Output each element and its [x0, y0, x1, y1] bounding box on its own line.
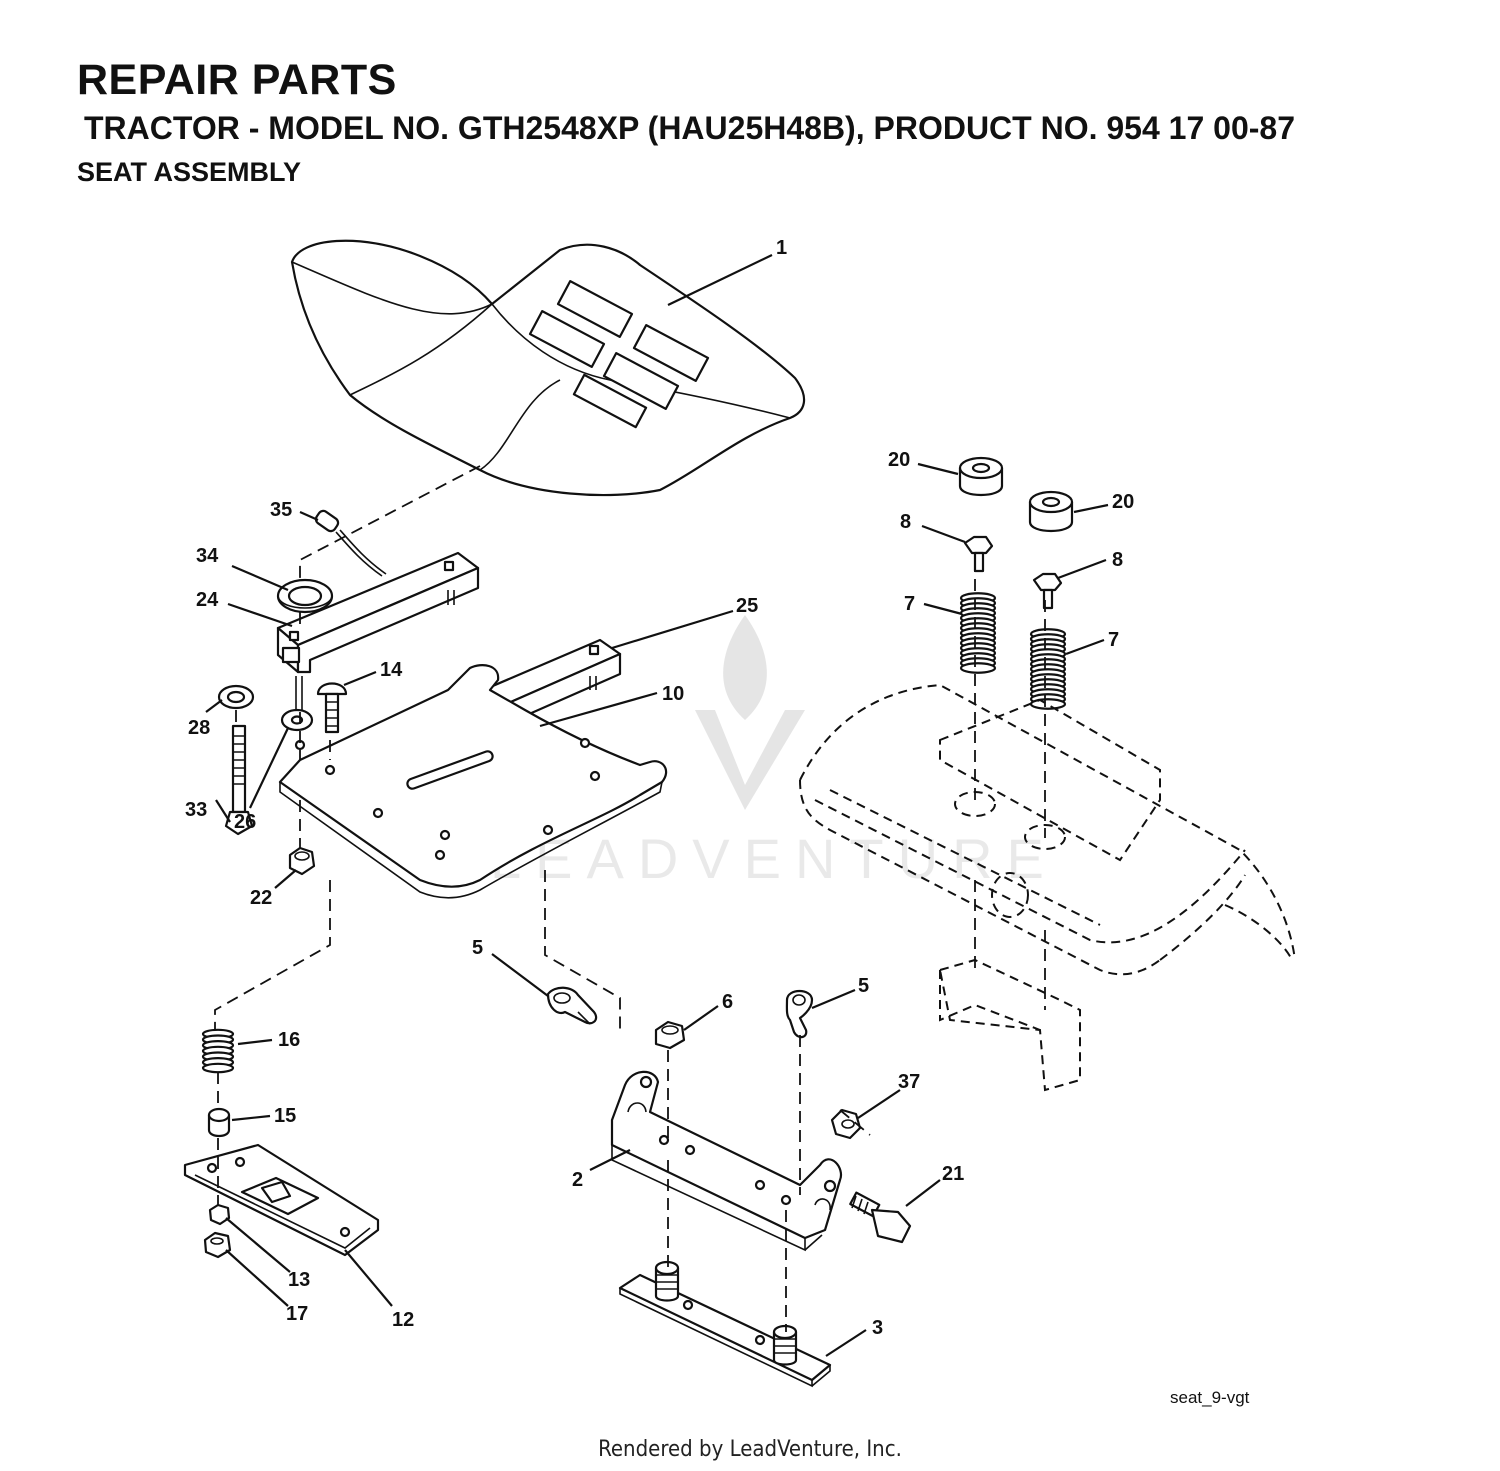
watermark-flame-icon	[723, 615, 767, 720]
spring-coil	[201, 1062, 235, 1074]
part-35-wire-harness[interactable]	[314, 509, 387, 577]
callout-24: 24	[196, 589, 219, 611]
model-subtitle: TRACTOR - MODEL NO. GTH2548XP (HAU25H48B…	[84, 110, 1295, 146]
callout-20: 20	[888, 449, 910, 471]
part-8-screw[interactable]	[1032, 572, 1063, 610]
callout-35: 35	[270, 499, 292, 521]
callout-22: 22	[250, 887, 272, 909]
part-17-nut[interactable]	[203, 1231, 232, 1259]
drawing-code: seat_9-vgt	[1170, 1388, 1250, 1407]
callout-6: 6	[722, 991, 733, 1013]
rail-square-hole	[588, 644, 600, 656]
rail-end-slot	[281, 646, 301, 664]
callout-21: 21	[942, 1163, 964, 1185]
part-26-washer[interactable]	[280, 708, 314, 732]
callout-1: 1	[776, 237, 787, 259]
part-12-bracket[interactable]	[183, 1143, 380, 1257]
callout-14: 14	[380, 659, 403, 681]
callout-2: 2	[572, 1169, 583, 1191]
part-8-screw[interactable]	[963, 535, 994, 573]
callout-28: 28	[188, 717, 210, 739]
part-5-clip[interactable]	[785, 989, 814, 1039]
callout-15: 15	[274, 1105, 296, 1127]
callout-12: 12	[392, 1309, 414, 1331]
callout-labels: 1 20 20 8 8 35 34 24 25 7 7 14 10 28 33 …	[185, 237, 1134, 1339]
watermark-v-icon	[695, 710, 805, 810]
assembly-lines	[214, 465, 1046, 1332]
callout-8: 8	[1112, 549, 1123, 571]
seat-pad-slot	[602, 351, 680, 411]
rail-square-hole	[443, 560, 455, 572]
callout-5: 5	[472, 937, 483, 959]
spring-coil	[1029, 698, 1067, 710]
section-title: SEAT ASSEMBLY	[77, 157, 302, 187]
callout-5: 5	[858, 975, 869, 997]
part-28-washer[interactable]	[217, 684, 255, 710]
part-3-base-plate[interactable]	[618, 1260, 832, 1388]
callout-26: 26	[234, 811, 256, 833]
part-13-nut[interactable]	[208, 1203, 231, 1226]
rail-square-hole	[288, 630, 300, 642]
part-34-grommet[interactable]	[276, 578, 334, 614]
part-7-spring[interactable]	[959, 592, 997, 674]
callout-10: 10	[662, 683, 684, 705]
callout-37: 37	[898, 1071, 920, 1093]
seat-pad-slot	[528, 309, 606, 369]
part-6-nut[interactable]	[654, 1020, 686, 1050]
leader-lines	[205, 254, 1109, 1357]
seat-pad-slot	[632, 323, 710, 383]
part-1-seat[interactable]	[290, 239, 806, 497]
seat-pad-slot	[556, 279, 634, 339]
part-16-spring[interactable]	[201, 1028, 235, 1074]
callout-13: 13	[288, 1269, 310, 1291]
callout-25: 25	[736, 595, 758, 617]
part-2-mount-bracket[interactable]	[610, 1070, 843, 1252]
callout-33: 33	[185, 799, 207, 821]
callout-3: 3	[872, 1317, 883, 1339]
part-22-nut[interactable]	[288, 846, 316, 876]
part-33-bolt[interactable]	[224, 724, 254, 836]
callout-8: 8	[900, 511, 911, 533]
seat-pad-slot	[572, 373, 648, 429]
callout-20: 20	[1112, 491, 1134, 513]
callout-16: 16	[278, 1029, 300, 1051]
callout-7: 7	[904, 593, 915, 615]
pan-slot	[406, 750, 494, 790]
callout-7: 7	[1108, 629, 1119, 651]
part-21-shoulder-bolt[interactable]	[849, 1191, 912, 1244]
part-20-spacer[interactable]	[1028, 490, 1074, 532]
part-15-spacer[interactable]	[207, 1107, 231, 1138]
footer-credit: Rendered by LeadVenture, Inc.	[598, 1437, 902, 1462]
callout-34: 34	[196, 545, 219, 567]
part-20-spacer[interactable]	[958, 456, 1004, 496]
part-7-spring[interactable]	[1029, 628, 1067, 710]
leadventure-watermark: LEADVENTURE	[490, 615, 1058, 890]
watermark-text: LEADVENTURE	[490, 827, 1058, 890]
page-title: REPAIR PARTS	[77, 56, 397, 104]
part-5-clip[interactable]	[546, 986, 598, 1025]
part-37-nut[interactable]	[830, 1108, 862, 1140]
part-14-carriage-bolt[interactable]	[316, 682, 348, 734]
spring-coil	[959, 662, 997, 674]
part-10-seat-pan[interactable]	[278, 664, 668, 899]
part-24-seat-rail[interactable]	[276, 551, 480, 710]
callout-17: 17	[286, 1303, 308, 1325]
